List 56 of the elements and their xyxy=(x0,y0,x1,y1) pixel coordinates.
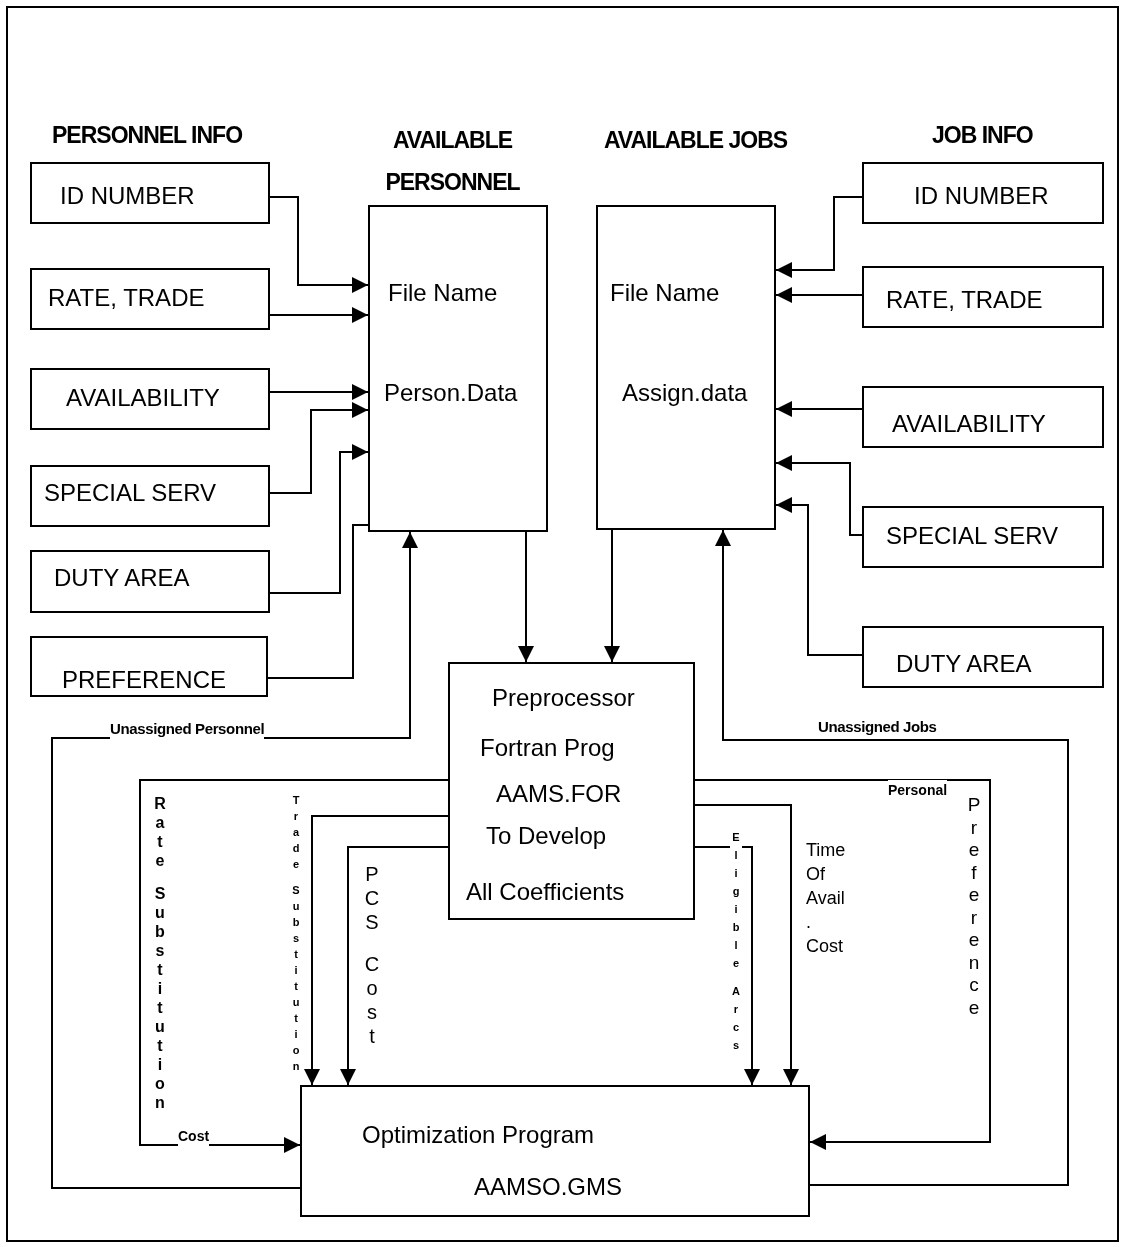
connector-arrow xyxy=(304,815,449,1086)
node-text: PREFERENCE xyxy=(62,665,227,695)
node-text: SPECIAL SERV xyxy=(886,521,1059,551)
connector-arrow xyxy=(694,779,991,1150)
connector-arrow xyxy=(518,531,534,663)
connector-arrow xyxy=(775,455,863,536)
node-text: ID NUMBER xyxy=(60,181,195,211)
node-text: File Name xyxy=(388,278,498,308)
node-text: All Coefficients xyxy=(466,877,625,907)
column-heading: AVAILABLE PERSONNEL xyxy=(384,126,521,197)
node-text: RATE, TRADE xyxy=(48,283,205,313)
connector-arrow xyxy=(715,529,1069,1186)
node-text: Preprocessor xyxy=(492,683,635,713)
process-box xyxy=(30,550,270,613)
node-text: Fortran Prog xyxy=(480,733,615,763)
node-text: AAMS.FOR xyxy=(496,779,622,809)
connector-arrow xyxy=(139,779,449,1153)
connector-arrow xyxy=(269,444,369,594)
process-box xyxy=(862,266,1104,328)
node-text: Person.Data xyxy=(384,378,518,408)
node-text: AAMSO.GMS xyxy=(474,1172,623,1202)
node-text: DUTY AREA xyxy=(896,649,1032,679)
process-box xyxy=(300,1085,810,1217)
node-text: File Name xyxy=(610,278,720,308)
node-text: AVAILABILITY xyxy=(66,383,220,413)
node-text: Optimization Program xyxy=(362,1120,595,1150)
process-box xyxy=(862,506,1104,568)
connector-arrow xyxy=(604,529,620,663)
node-text: RATE, TRADE xyxy=(886,285,1043,315)
node-text: DUTY AREA xyxy=(54,563,190,593)
connector-arrow xyxy=(775,287,863,303)
process-box xyxy=(30,465,270,527)
node-text: Assign.data xyxy=(622,378,748,408)
connector-arrow xyxy=(269,307,369,323)
node-text: SPECIAL SERV xyxy=(44,478,217,508)
process-box xyxy=(862,162,1104,224)
connector-arrow xyxy=(269,402,369,494)
connector-arrow xyxy=(269,196,369,293)
node-text: AVAILABILITY xyxy=(892,409,1046,439)
connector-arrow xyxy=(775,196,863,278)
connector-arrow xyxy=(269,384,369,400)
process-box xyxy=(448,662,695,920)
connector-arrow xyxy=(694,846,760,1086)
process-box xyxy=(30,162,270,224)
process-box xyxy=(862,386,1104,448)
node-text: To Develop xyxy=(486,821,607,851)
connector-arrow xyxy=(775,401,863,417)
process-box xyxy=(30,368,270,430)
connector-arrow xyxy=(775,497,863,656)
node-text: ID NUMBER xyxy=(914,181,1049,211)
process-box xyxy=(862,626,1104,688)
column-heading: AVAILABLE JOBS xyxy=(603,126,788,155)
connector-arrow xyxy=(340,846,449,1086)
process-box xyxy=(30,268,270,330)
process-box xyxy=(30,636,268,697)
connector-arrow xyxy=(694,804,799,1086)
